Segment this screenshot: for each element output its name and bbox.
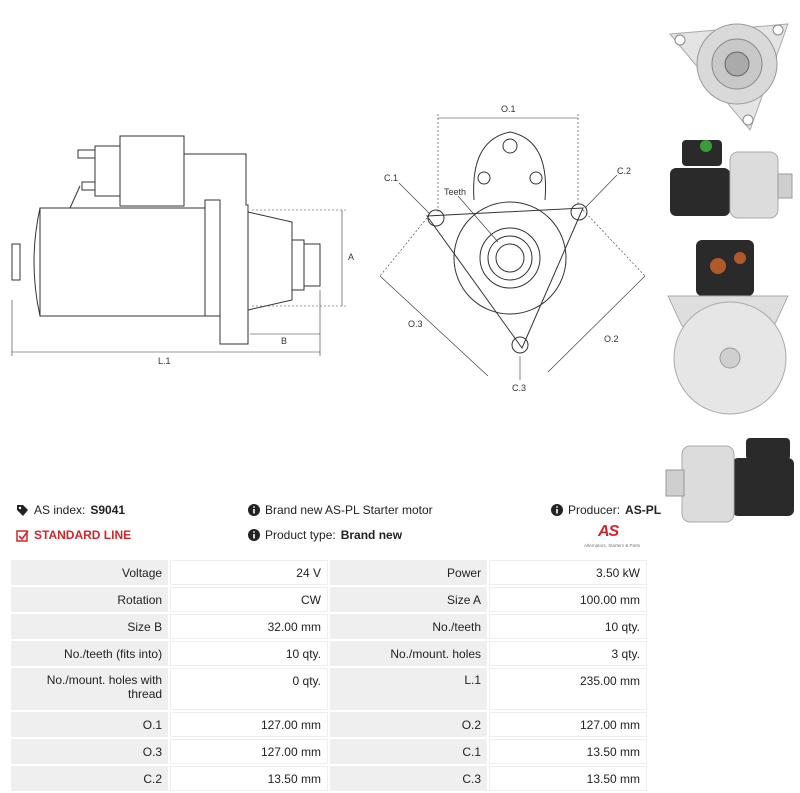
- info-icon: [247, 504, 260, 517]
- table-row: No./mount. holes with thread 0 qty. L.1 …: [11, 668, 647, 710]
- table-row: No./teeth (fits into) 10 qty. No./mount.…: [11, 641, 647, 666]
- info-icon: [247, 529, 260, 542]
- product-type-label: Product type:: [265, 528, 336, 542]
- label-c3: C.3: [512, 383, 526, 393]
- table-row: Voltage 24 V Power 3.50 kW: [11, 560, 647, 585]
- description: Brand new AS-PL Starter motor: [247, 503, 433, 517]
- as-index-label: AS index:: [34, 503, 86, 517]
- as-pl-logo: AS Alternators, Starters & Parts: [584, 523, 648, 552]
- label-a: A: [348, 252, 354, 262]
- product-thumbnails: [660, 0, 800, 530]
- mounting-flange: [426, 207, 584, 350]
- label-o2: O.2: [604, 334, 619, 344]
- table-row: O.3 127.00 mm C.1 13.50 mm: [11, 739, 647, 764]
- mount-hole-c3: [511, 336, 529, 354]
- description-text: Brand new AS-PL Starter motor: [265, 503, 433, 517]
- thumbnail-front[interactable]: [662, 4, 798, 132]
- terminal-top: [77, 149, 96, 159]
- flange-ring: [204, 199, 221, 317]
- as-index: AS index: S9041: [16, 503, 125, 517]
- table-row: O.1 127.00 mm O.2 127.00 mm: [11, 712, 647, 737]
- pinion: [303, 243, 321, 287]
- shaft: [291, 239, 305, 291]
- thumbnail-side[interactable]: [662, 134, 798, 230]
- tag-icon: [16, 504, 29, 517]
- pinion-front: [487, 235, 533, 281]
- nose-cone: [247, 211, 293, 311]
- label-o3: O.3: [408, 319, 423, 329]
- rear-stud: [11, 243, 21, 281]
- label-teeth: Teeth: [444, 187, 466, 197]
- product-type-value: Brand new: [340, 528, 403, 542]
- product-type: Product type: Brand new: [247, 528, 402, 542]
- label-c2: C.2: [617, 166, 631, 176]
- logo-tagline: Alternators, Starters & Parts: [584, 543, 641, 548]
- solenoid-outline: [119, 135, 185, 207]
- logo-mark: AS: [598, 523, 619, 540]
- mount-hole-c2: [570, 203, 588, 221]
- starter-drawing-svg: L.1 A B: [11, 104, 646, 393]
- technical-drawing: L.1 A B: [11, 104, 646, 393]
- producer-label: Producer:: [568, 503, 621, 517]
- housing-circle: [453, 201, 567, 315]
- label-o1: O.1: [501, 104, 516, 114]
- info-icon: [550, 504, 563, 517]
- specs-table: Voltage 24 V Power 3.50 kW Rotation CW S…: [9, 558, 649, 793]
- thumbnail-rear[interactable]: [662, 236, 798, 420]
- solenoid-flange: [473, 131, 547, 201]
- producer-value: AS-PL: [625, 503, 662, 517]
- checkbox-icon: [16, 529, 29, 542]
- standard-line-label: STANDARD LINE: [34, 528, 132, 542]
- product-info: AS index: S9041 STANDARD LINE Brand new …: [16, 503, 661, 553]
- producer: Producer: AS-PL: [550, 503, 661, 517]
- drive-housing: [184, 153, 249, 345]
- o2-dimension-line: [547, 275, 646, 373]
- table-row: Size B 32.00 mm No./teeth 10 qty.: [11, 614, 647, 639]
- o3-dimension-line: [379, 275, 489, 377]
- motor-end-cap: [33, 207, 41, 317]
- motor-body: [39, 207, 206, 317]
- thumbnail-angled[interactable]: [662, 436, 798, 526]
- wire: [69, 185, 81, 209]
- solenoid-cap: [94, 145, 121, 197]
- label-b: B: [281, 336, 287, 346]
- terminal-bottom: [81, 181, 96, 191]
- mount-hole-c1: [427, 209, 445, 227]
- as-index-value: S9041: [90, 503, 126, 517]
- label-c1: C.1: [384, 173, 398, 183]
- label-l1: L.1: [158, 356, 171, 366]
- table-row: Rotation CW Size A 100.00 mm: [11, 587, 647, 612]
- standard-line: STANDARD LINE: [16, 528, 131, 542]
- table-row: C.2 13.50 mm C.3 13.50 mm: [11, 766, 647, 791]
